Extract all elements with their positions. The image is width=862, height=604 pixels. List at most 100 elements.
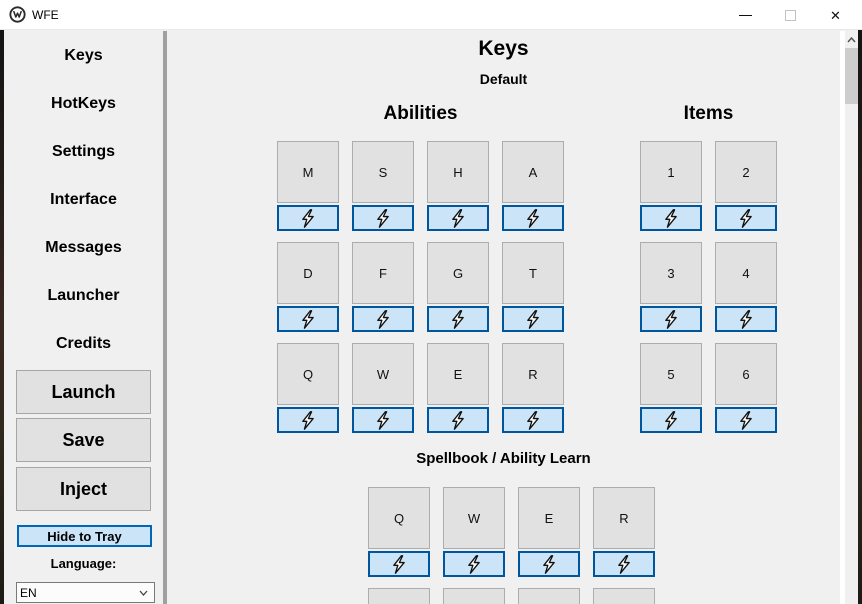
- flash-button[interactable]: [352, 306, 414, 332]
- key-row: [368, 588, 655, 604]
- key-cell: T: [502, 242, 564, 332]
- flash-button[interactable]: [352, 205, 414, 231]
- key-cell: 2: [715, 141, 777, 231]
- flash-button[interactable]: [427, 205, 489, 231]
- key-button[interactable]: W: [443, 487, 505, 549]
- key-cell: F: [352, 242, 414, 332]
- key-cell: [443, 588, 505, 604]
- sidebar-item-keys[interactable]: Keys: [64, 47, 103, 64]
- key-button[interactable]: [593, 588, 655, 604]
- flash-button[interactable]: [640, 205, 702, 231]
- key-button[interactable]: 1: [640, 141, 702, 203]
- key-button[interactable]: 5: [640, 343, 702, 405]
- key-cell: [518, 588, 580, 604]
- flash-button[interactable]: [277, 205, 339, 231]
- key-button[interactable]: W: [352, 343, 414, 405]
- key-button[interactable]: R: [593, 487, 655, 549]
- key-button[interactable]: 6: [715, 343, 777, 405]
- desktop-edge-right: [858, 30, 862, 604]
- flash-button[interactable]: [277, 407, 339, 433]
- flash-icon: [393, 554, 405, 574]
- sidebar-item-settings[interactable]: Settings: [51, 143, 116, 160]
- flash-button[interactable]: [502, 306, 564, 332]
- inject-button[interactable]: Inject: [16, 467, 151, 511]
- key-button[interactable]: [518, 588, 580, 604]
- key-button[interactable]: D: [277, 242, 339, 304]
- flash-button[interactable]: [443, 551, 505, 577]
- desktop-edge-left: [0, 30, 4, 604]
- flash-icon: [302, 410, 314, 430]
- key-button[interactable]: 2: [715, 141, 777, 203]
- launch-button[interactable]: Launch: [16, 370, 151, 414]
- sidebar-item-interface[interactable]: Interface: [50, 191, 117, 208]
- key-button[interactable]: H: [427, 141, 489, 203]
- key-cell: 1: [640, 141, 702, 231]
- scroll-up-button[interactable]: [845, 31, 858, 48]
- key-cell: H: [427, 141, 489, 231]
- key-cell: G: [427, 242, 489, 332]
- key-button[interactable]: E: [427, 343, 489, 405]
- flash-button[interactable]: [715, 205, 777, 231]
- flash-button[interactable]: [277, 306, 339, 332]
- key-button[interactable]: Q: [277, 343, 339, 405]
- flash-button[interactable]: [640, 306, 702, 332]
- profile-name: Default: [479, 71, 528, 87]
- sidebar-item-credits[interactable]: Credits: [55, 335, 112, 352]
- sidebar-item-hotkeys[interactable]: HotKeys: [51, 95, 116, 112]
- save-button[interactable]: Save: [16, 418, 151, 462]
- flash-button[interactable]: [640, 407, 702, 433]
- flash-icon: [543, 554, 555, 574]
- key-button[interactable]: G: [427, 242, 489, 304]
- flash-icon: [740, 208, 752, 228]
- key-button[interactable]: E: [518, 487, 580, 549]
- language-dropdown[interactable]: EN: [16, 582, 155, 603]
- sidebar-divider: [163, 31, 167, 604]
- key-cell: A: [502, 141, 564, 231]
- flash-button[interactable]: [502, 407, 564, 433]
- flash-button[interactable]: [427, 306, 489, 332]
- flash-button[interactable]: [352, 407, 414, 433]
- key-cell: W: [443, 487, 505, 577]
- key-button[interactable]: 4: [715, 242, 777, 304]
- flash-button[interactable]: [368, 551, 430, 577]
- key-button[interactable]: 3: [640, 242, 702, 304]
- key-button[interactable]: F: [352, 242, 414, 304]
- flash-button[interactable]: [715, 306, 777, 332]
- scrollbar-thumb[interactable]: [845, 48, 858, 104]
- sidebar-item-messages[interactable]: Messages: [45, 239, 122, 256]
- flash-icon: [665, 410, 677, 430]
- key-button[interactable]: M: [277, 141, 339, 203]
- key-cell: D: [277, 242, 339, 332]
- flash-button[interactable]: [502, 205, 564, 231]
- key-button[interactable]: T: [502, 242, 564, 304]
- close-button[interactable]: ✕: [813, 0, 858, 30]
- flash-button[interactable]: [715, 407, 777, 433]
- key-button[interactable]: S: [352, 141, 414, 203]
- minimize-button[interactable]: [723, 0, 768, 30]
- app-logo-icon: [9, 6, 26, 23]
- key-button[interactable]: R: [502, 343, 564, 405]
- flash-button[interactable]: [518, 551, 580, 577]
- flash-button[interactable]: [593, 551, 655, 577]
- key-button[interactable]: [443, 588, 505, 604]
- key-button[interactable]: [368, 588, 430, 604]
- key-button[interactable]: Q: [368, 487, 430, 549]
- key-button[interactable]: A: [502, 141, 564, 203]
- flash-button[interactable]: [427, 407, 489, 433]
- hide-to-tray-button[interactable]: Hide to Tray: [17, 525, 152, 547]
- key-cell: R: [593, 487, 655, 577]
- maximize-button[interactable]: [768, 0, 813, 30]
- sidebar-item-launcher[interactable]: Launcher: [47, 287, 120, 304]
- key-cell: 6: [715, 343, 777, 433]
- vertical-scrollbar[interactable]: [845, 31, 858, 604]
- flash-icon: [618, 554, 630, 574]
